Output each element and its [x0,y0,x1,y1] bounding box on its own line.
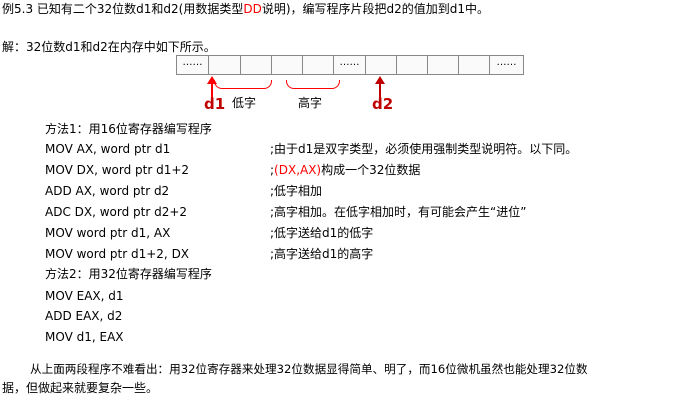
comment-prefix: ; [270,163,275,177]
code-line: MOV EAX, d1 [45,287,685,305]
code-comment: ;高字相加。在低字相加时，有可能会产生“进位” [270,205,527,219]
conclusion-line-1: 从上面两段程序不难看出：用32位寄存器来处理32位数据显得简单、明了，而16位微… [30,362,588,376]
code-line: MOV AX, word ptr d1 ;由于d1是双字类型，必须使用强制类型说… [45,140,685,158]
memory-cell-dots-middle: …… [334,56,366,74]
code-instruction: ADC DX, word ptr d2+2 [45,205,188,219]
memory-cell [303,56,334,74]
d2-arrow-shaft [379,84,381,98]
code-line: ADD EAX, d2 [45,307,685,325]
title-text-pre: 例5.3 已知有二个32位数d1和d2(用数据类型 [2,2,244,16]
d1-arrow-shaft [211,84,213,98]
solution-intro: 解：32位数d1和d2在内存中如下所示。 [2,40,216,54]
memory-cell [272,56,303,74]
problem-title: 例5.3 已知有二个32位数d1和d2(用数据类型DD说明)，编写程序片段把d2… [2,1,489,17]
low-word-brace [214,80,272,89]
title-dd-keyword: DD [243,2,262,16]
code-line: MOV word ptr d1+2, DX ;高字送给d1的高字 [45,245,685,263]
label-high-word: 高字 [298,96,323,110]
code-comment: ;由于d1是双字类型，必须使用强制类型说明符。以下同。 [270,142,578,156]
memory-cell [397,56,428,74]
d1-arrowhead-icon [207,76,217,84]
memory-cell [366,56,397,74]
code-instruction: MOV d1, EAX [45,330,124,344]
label-low-word: 低字 [232,96,257,110]
code-line: MOV word ptr d1, AX ;低字送给d1的低字 [45,224,685,242]
memory-cell [459,56,490,74]
high-word-brace [286,80,340,89]
title-text-post: 说明)，编写程序片段把d2的值加到d1中。 [261,2,490,16]
code-instruction: MOV DX, word ptr d1+2 [45,163,190,177]
code-instruction: ADD EAX, d2 [45,309,123,323]
code-instruction: ADD AX, word ptr d2 [45,184,170,198]
code-comment: ;高字送给d1的高字 [270,247,374,261]
code-instruction: MOV EAX, d1 [45,289,124,303]
code-instruction: MOV word ptr d1, AX [45,226,171,240]
memory-cell-dots-left: …… [177,56,209,74]
code-line: ADD AX, word ptr d2 ;低字相加 [45,182,685,200]
code-comment: ;(DX,AX)构成一个32位数据 [270,161,420,179]
label-d2: d2 [372,95,394,113]
code-comment: ;低字相加 [270,184,323,198]
memory-diagram: …… …… …… [176,55,524,75]
label-d1: d1 [204,95,226,113]
memory-cell-dots-right: …… [496,57,517,68]
d2-arrowhead-icon [375,76,385,84]
code-comment: ;低字送给d1的低字 [270,226,374,240]
comment-register-pair: (DX,AX) [274,163,322,177]
memory-cell [428,56,459,74]
code-instruction: MOV AX, word ptr d1 [45,142,171,156]
method2-heading: 方法2：用32位寄存器编写程序 [45,267,212,281]
method1-heading: 方法1：用16位寄存器编写程序 [45,122,212,136]
comment-suffix: 构成一个32位数据 [321,163,421,177]
memory-cell [241,56,272,74]
code-instruction: MOV word ptr d1+2, DX [45,247,190,261]
code-line: MOV DX, word ptr d1+2 ;(DX,AX)构成一个32位数据 [45,161,685,179]
conclusion-line-2: 据，但做起来就要复杂一些。 [2,381,159,395]
memory-cell [209,56,241,74]
code-line: MOV d1, EAX [45,328,685,346]
code-line: ADC DX, word ptr d2+2 ;高字相加。在低字相加时，有可能会产… [45,203,685,221]
